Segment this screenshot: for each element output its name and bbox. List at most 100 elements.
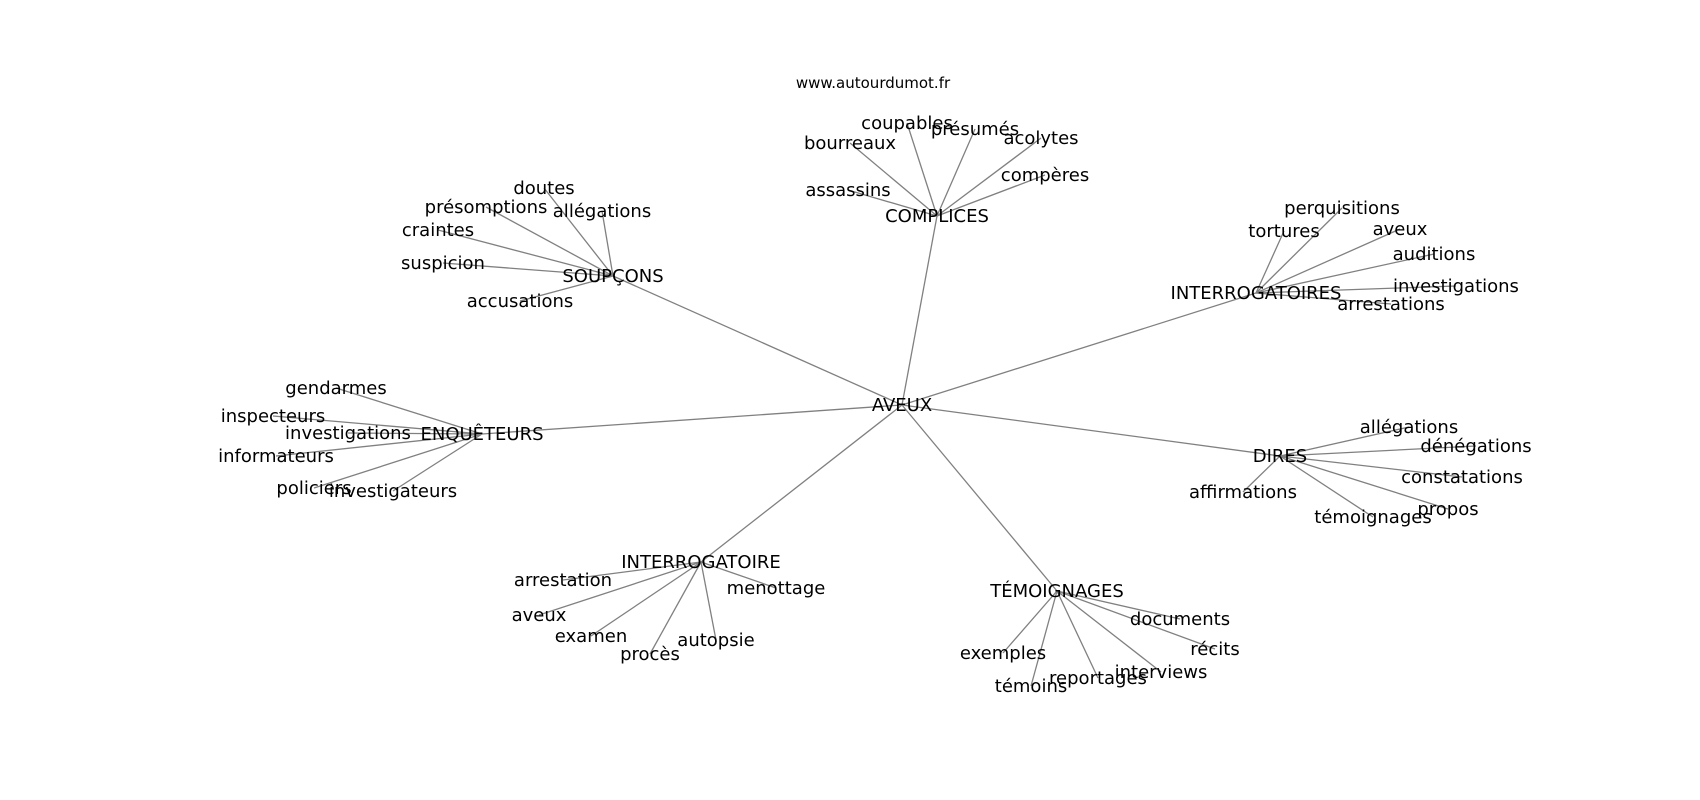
word-label: bourreaux — [804, 133, 896, 154]
edge-2-5 — [1255, 292, 1392, 305]
edge-center-0 — [901, 215, 938, 406]
edge-2-3 — [1255, 253, 1435, 294]
edge-4-3 — [1242, 455, 1281, 493]
edge-0-2 — [906, 122, 938, 217]
edge-4-2 — [1279, 455, 1463, 478]
site-url: www.autourdumot.fr — [796, 74, 951, 92]
word-label: autopsie — [677, 630, 754, 651]
edge-3-3 — [275, 433, 483, 457]
word-label: suspicion — [401, 253, 485, 274]
word-label: allégations — [553, 201, 651, 222]
edge-0-3 — [936, 128, 976, 217]
word-label: interviews — [1115, 662, 1208, 683]
edge-5-3 — [590, 561, 702, 637]
word-label: assassins — [805, 180, 890, 201]
word-label: exemples — [960, 643, 1046, 664]
edge-3-4 — [313, 433, 483, 489]
word-label: acolytes — [1003, 128, 1078, 149]
word-label: dénégations — [1420, 436, 1531, 457]
edge-2-0 — [1255, 207, 1343, 294]
word-label: perquisitions — [1284, 198, 1400, 219]
word-label: témoins — [995, 676, 1067, 697]
edge-center-1 — [612, 275, 903, 406]
edge-2-4 — [1255, 285, 1457, 294]
edge-6-3 — [1056, 590, 1162, 673]
group-label: ENQUÊTEURS — [420, 423, 543, 445]
word-label: investigations — [1393, 276, 1519, 297]
edge-center-2 — [901, 292, 1257, 406]
group-label: INTERROGATOIRE — [621, 552, 781, 573]
edge-5-2 — [538, 561, 702, 616]
group-label: INTERROGATOIRES — [1171, 283, 1342, 304]
edge-6-1 — [1056, 590, 1216, 650]
word-label: présumés — [931, 119, 1019, 140]
word-label: informateurs — [218, 446, 334, 467]
edge-6-2 — [1002, 590, 1058, 654]
edge-6-4 — [1056, 590, 1099, 679]
edge-1-5 — [519, 275, 614, 302]
labels: www.autourdumot.fr assassins bourreauxcou… — [218, 74, 1532, 697]
edge-0-4 — [936, 137, 1042, 217]
edge-3-2 — [347, 432, 483, 435]
edge-1-1 — [485, 206, 614, 277]
word-label: propos — [1417, 499, 1478, 520]
word-label: investigateurs — [329, 481, 457, 502]
edge-6-0 — [1056, 590, 1181, 620]
edge-center-6 — [901, 404, 1058, 592]
edge-5-4 — [649, 561, 702, 655]
edge-0-0 — [847, 189, 938, 217]
word-label: tortures — [1248, 221, 1319, 242]
word-label: allégations — [1360, 417, 1458, 438]
word-label: récits — [1190, 639, 1239, 660]
edge-3-0 — [335, 387, 483, 435]
word-label: documents — [1130, 609, 1230, 630]
word-label: affirmations — [1189, 482, 1297, 503]
edge-2-1 — [1255, 230, 1285, 294]
word-label: doutes — [513, 178, 574, 199]
word-label: coupables — [861, 113, 953, 134]
edge-1-3 — [437, 229, 614, 277]
word-label: auditions — [1393, 244, 1476, 265]
edge-center-4 — [901, 404, 1281, 457]
word-label: présomptions — [425, 197, 548, 218]
group-label: TÉMOIGNAGES — [989, 580, 1124, 602]
word-label: accusations — [467, 291, 574, 312]
edge-1-2 — [601, 210, 614, 277]
word-label: aveux — [512, 605, 567, 626]
word-label: menottage — [727, 578, 826, 599]
word-label: inspecteurs — [221, 406, 326, 427]
edge-1-0 — [543, 187, 614, 277]
edge-3-1 — [272, 415, 483, 435]
group-label: DIRES — [1253, 446, 1307, 467]
word-label: investigations — [285, 423, 411, 444]
word-label: compères — [1001, 165, 1089, 186]
edge-4-1 — [1279, 445, 1477, 457]
edge-3-5 — [392, 433, 483, 492]
word-label: gendarmes — [285, 378, 386, 399]
edge-0-1 — [849, 142, 938, 217]
edge-5-5 — [700, 561, 717, 641]
group-label: SOUPÇONS — [562, 266, 663, 287]
center-word: AVEUX — [872, 395, 932, 416]
word-label: examen — [555, 626, 627, 647]
edge-0-5 — [936, 174, 1046, 217]
word-label: constatations — [1401, 467, 1523, 488]
edges — [272, 122, 1477, 687]
group-label: COMPLICES — [885, 206, 989, 227]
edge-6-5 — [1030, 590, 1058, 687]
word-label: arrestations — [1337, 294, 1445, 315]
edge-2-2 — [1255, 228, 1401, 294]
edge-center-3 — [481, 404, 903, 435]
edge-5-0 — [562, 561, 702, 581]
word-label: aveux — [1373, 219, 1428, 240]
edge-4-5 — [1279, 455, 1449, 510]
edge-4-4 — [1279, 455, 1374, 518]
word-label: craintes — [402, 220, 474, 241]
word-label: arrestation — [514, 570, 612, 591]
edge-4-0 — [1279, 426, 1410, 457]
word-label: procès — [620, 644, 680, 665]
edge-5-1 — [700, 561, 777, 589]
edge-1-4 — [442, 262, 614, 277]
